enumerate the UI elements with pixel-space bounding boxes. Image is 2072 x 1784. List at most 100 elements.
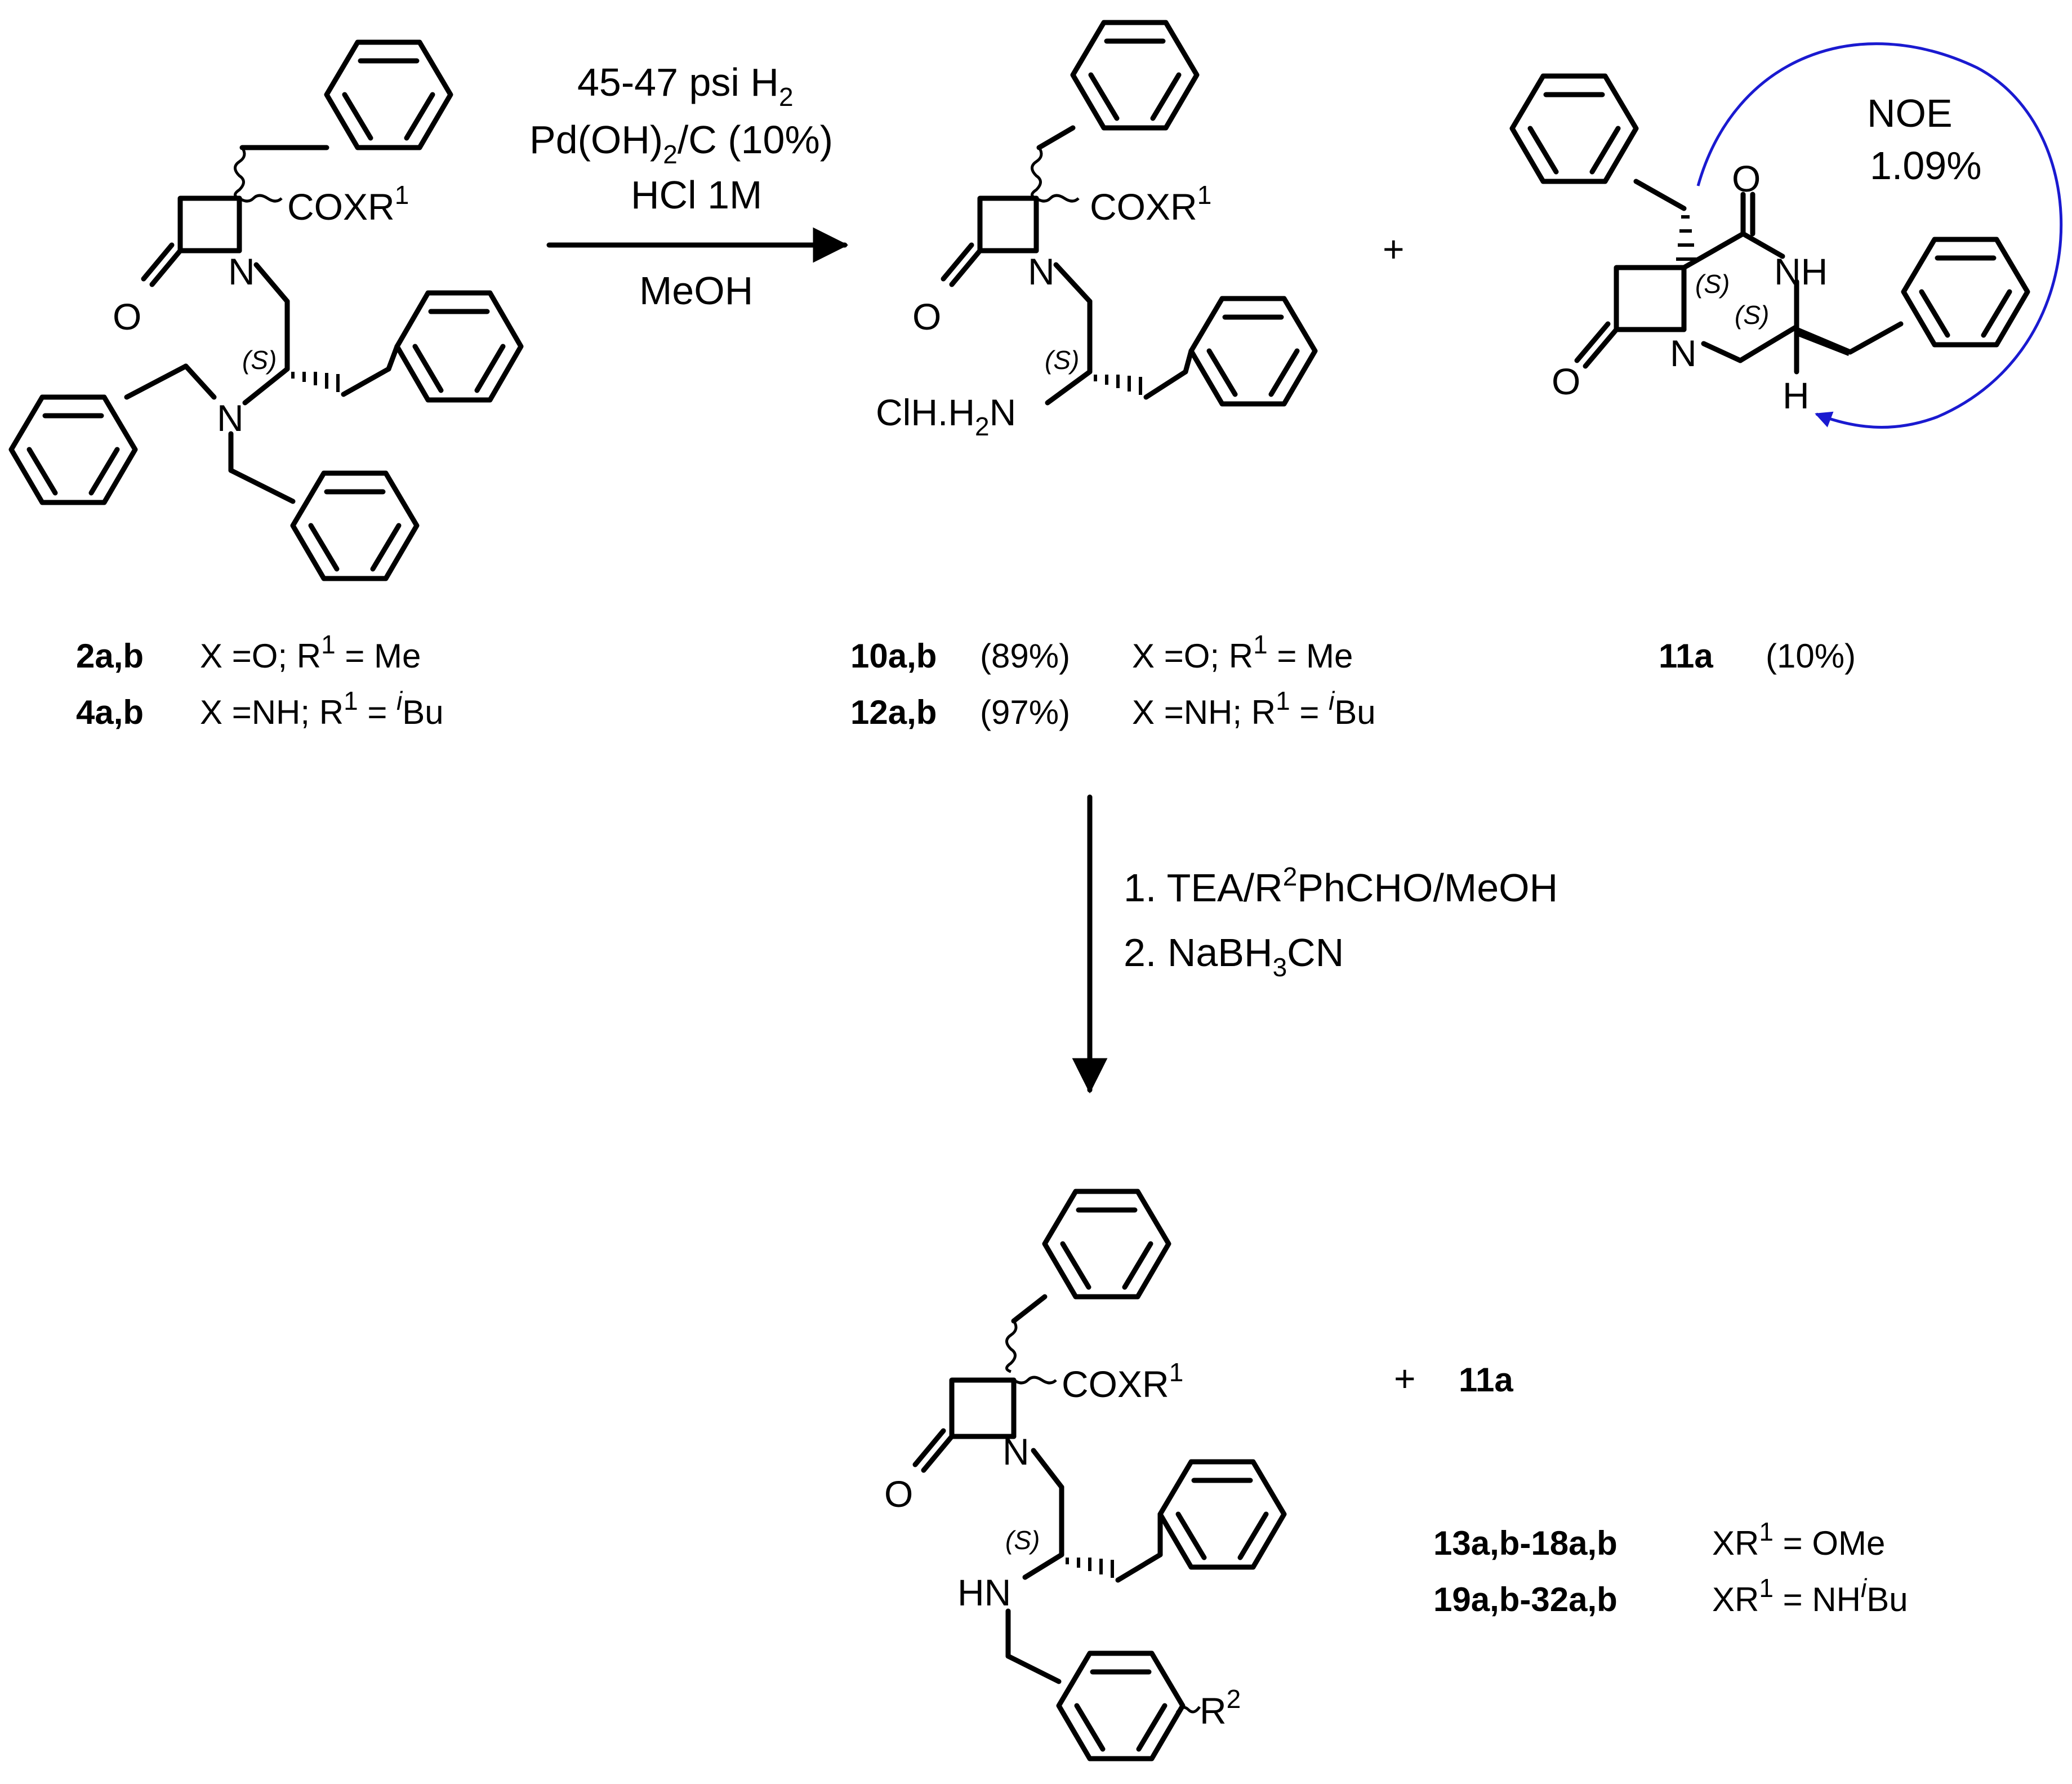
oxygen-atom: O <box>113 296 141 337</box>
stereo-descriptor: (S) <box>1005 1525 1040 1555</box>
wavy-bond <box>1013 1376 1057 1385</box>
solid-wedge <box>1797 327 1850 356</box>
bond <box>1574 321 1611 363</box>
beta-lactam-ring <box>177 195 242 253</box>
compound-id: 10a,b <box>850 637 937 675</box>
benzene-ring <box>1188 296 1318 407</box>
bond <box>1701 341 1743 363</box>
compound-id: 2a,b <box>76 637 144 675</box>
nitrogen-atom: N <box>1670 332 1697 374</box>
side-product-structure: O NH N O H (S) (S) NOE 1.09% <box>1509 42 2063 429</box>
condition-reductive-amination: 1. TEA/R2PhCHO/MeOH <box>1124 862 1558 910</box>
oxygen-atom: O <box>912 296 941 337</box>
hydrogen-atom: H <box>1783 375 1810 416</box>
bond <box>149 248 183 287</box>
compound-definition: X =O; R1 = Me <box>200 630 421 675</box>
compound-definition: X =NH; R1 = iBu <box>1132 686 1376 731</box>
stereo-descriptor: (S) <box>242 345 277 375</box>
stereo-descriptor: (S) <box>1045 345 1079 375</box>
benzene-ring <box>324 39 453 150</box>
hashed-wedge <box>1676 215 1696 261</box>
bond <box>242 366 290 406</box>
nitrogen-atom: N <box>1028 251 1055 292</box>
bond <box>1115 1552 1163 1583</box>
wavy-bond <box>234 146 246 200</box>
compound-yield: (10%) <box>1766 637 1856 675</box>
reaction-step-1: 45-47 psi H2 Pd(OH)2/C (10%) HCl 1M MeOH <box>529 60 849 313</box>
hashed-wedge <box>1094 375 1142 395</box>
condition-reductant: 2. NaBH3CN <box>1124 931 1344 982</box>
beta-lactam-ring <box>977 195 1039 253</box>
plus-sign: + <box>1383 228 1405 270</box>
amide-nh: NH <box>1774 251 1828 292</box>
condition-catalyst: Pd(OH)2/C (10%) <box>529 118 833 169</box>
starting-material-labels: 2a,b X =O; R1 = Me 4a,b X =NH; R1 = iBu <box>76 630 444 731</box>
bond <box>1053 262 1093 304</box>
benzene-ring <box>1056 1650 1186 1761</box>
ester-amide-group: COXR1 <box>1062 1358 1183 1405</box>
compound-id: 19a,b-32a,b <box>1433 1581 1618 1618</box>
compound-yield: (89%) <box>980 637 1070 675</box>
bond <box>1183 348 1194 375</box>
product-labels: 10a,b (89%) X =O; R1 = Me 12a,b (97%) X … <box>850 630 1376 731</box>
bond <box>1011 1294 1048 1324</box>
ester-amide-group: COXR1 <box>1090 180 1211 228</box>
oxygen-atom: O <box>884 1473 913 1515</box>
compound-definition: X =O; R1 = Me <box>1132 630 1353 675</box>
bond <box>1737 324 1799 363</box>
starting-material-structure: O N N (S) COXR1 <box>8 39 524 581</box>
reaction-step-2: 1. TEA/R2PhCHO/MeOH 2. NaBH3CN <box>1072 794 1558 1094</box>
bond <box>1022 1552 1064 1580</box>
bond <box>941 242 974 282</box>
benzene-ring <box>394 290 524 403</box>
wavy-bond <box>1035 194 1080 203</box>
bond <box>253 262 290 304</box>
condition-acid: HCl 1M <box>631 173 762 217</box>
bond <box>1633 179 1687 211</box>
compound-id: 11a <box>1659 637 1713 675</box>
oxygen-atom: O <box>1732 158 1761 199</box>
bond <box>1740 231 1785 259</box>
bond <box>1031 1448 1064 1490</box>
compound-definition: X =NH; R1 = iBu <box>200 686 444 731</box>
plus-sign: + <box>1394 1358 1416 1399</box>
bond <box>124 363 189 400</box>
substituent-r2: R2 <box>1200 1684 1241 1732</box>
bond <box>341 366 391 397</box>
noe-correlation-arrow <box>1696 42 2063 429</box>
bond <box>183 363 217 400</box>
benzene-ring <box>1509 73 1639 184</box>
wavy-bond <box>1005 1320 1018 1373</box>
wavy-bond <box>238 194 283 203</box>
benzene-ring <box>290 470 420 581</box>
side-product-labels: 11a (10%) <box>1659 637 1856 675</box>
hashed-wedge <box>291 372 340 392</box>
bond <box>912 1428 946 1467</box>
nitrogen-atom: N <box>1002 1431 1030 1472</box>
final-product-structure: O N (S) HN COXR1 R2 <box>884 1189 1287 1761</box>
stereo-descriptor: (S) <box>1695 269 1730 299</box>
secondary-amine: HN <box>957 1572 1011 1613</box>
bond <box>386 344 400 372</box>
stereo-descriptor: (S) <box>1735 300 1769 330</box>
oxygen-atom: O <box>1552 361 1580 402</box>
bond <box>228 468 296 504</box>
compound-id: 12a,b <box>850 693 937 731</box>
nitrogen-atom: N <box>228 251 255 292</box>
beta-lactam-ring <box>949 1377 1017 1439</box>
condition-solvent: MeOH <box>639 269 753 313</box>
bond <box>141 242 175 282</box>
wavy-bond <box>1175 1706 1201 1714</box>
bond <box>1143 369 1188 400</box>
condition-pressure: 45-47 psi H2 <box>577 60 794 112</box>
bond <box>1681 231 1746 270</box>
bond <box>1583 327 1619 369</box>
compound-definition: XR1 = NHiBu <box>1712 1573 1908 1618</box>
benzene-ring <box>1070 20 1200 131</box>
compound-id: 4a,b <box>76 693 144 731</box>
benzene-ring <box>1901 237 2030 348</box>
final-product-labels: 13a,b-18a,b XR1 = OMe 19a,b-32a,b XR1 = … <box>1433 1517 1908 1618</box>
product-amine-structure: O N (S) ClH.H2N COXR1 <box>876 20 1318 441</box>
